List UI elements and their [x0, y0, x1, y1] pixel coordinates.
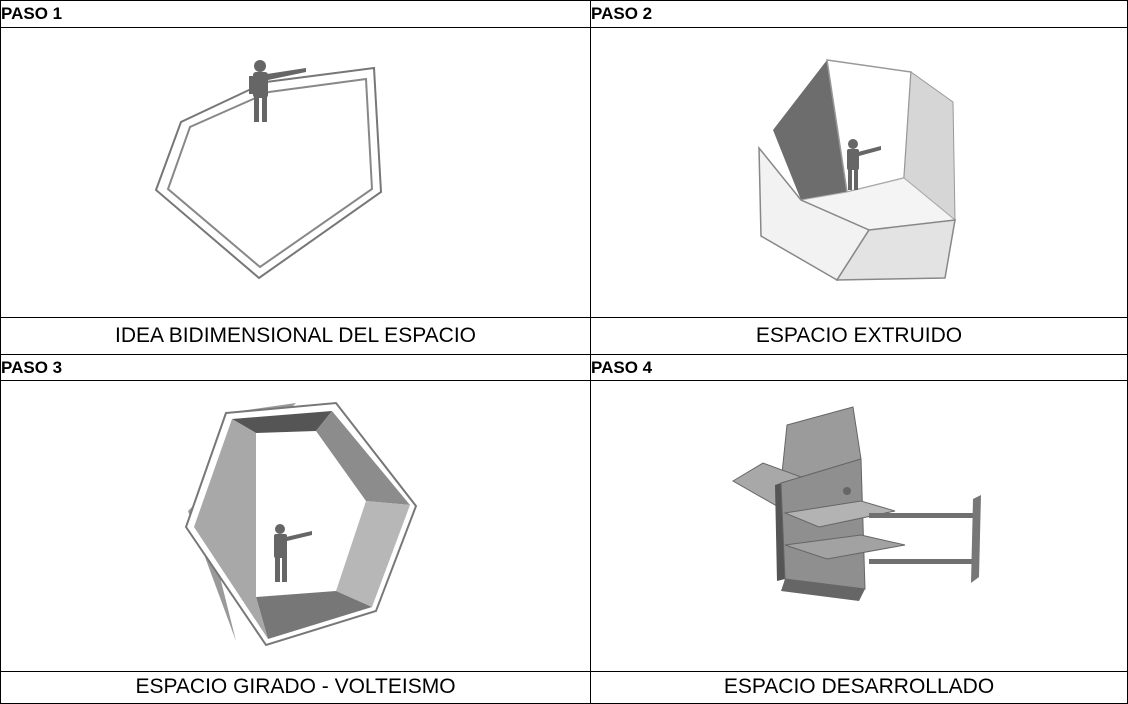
front-right-wall: [835, 219, 956, 282]
person-figure: [847, 139, 881, 191]
extruded-hexagon-figure: [758, 59, 957, 282]
step-2-caption: ESPACIO EXTRUIDO: [590, 317, 1128, 355]
right-frame-post: [971, 495, 981, 584]
tube-lower-right-inner-face: [335, 501, 410, 608]
tube-right-inner-face: [315, 411, 410, 506]
core-bottom: [781, 579, 865, 602]
right-frame-bar-top: [869, 513, 977, 519]
step-3-label: PASO 3: [0, 353, 591, 382]
tube-left-inner-face: [193, 419, 268, 640]
step-4-figure-cell: [590, 380, 1128, 672]
hexagon-inner-outline: [166, 78, 373, 269]
tube-outer-left-face: [187, 403, 296, 642]
flat-hexagon-figure: [154, 60, 382, 280]
step-1-caption: IDEA BIDIMENSIONAL DEL ESPACIO: [0, 317, 591, 355]
tube-floor-inner-face: [255, 591, 372, 640]
core-shelf-1: [783, 500, 896, 528]
person-figure: [248, 60, 306, 123]
person-figure: [843, 487, 851, 496]
step-4-caption: ESPACIO DESARROLLADO: [590, 670, 1128, 704]
step-4-label: PASO 4: [590, 353, 1128, 382]
back-left-wall: [773, 60, 847, 201]
step-1-figure-cell: [0, 26, 591, 319]
core-shelf-2: [784, 534, 906, 560]
step-1-label: PASO 1: [0, 0, 591, 28]
developed-space-figure: [732, 406, 981, 602]
step-3-caption: ESPACIO GIRADO - VOLTEISMO: [0, 670, 591, 704]
rotated-hexagon-figure: [184, 402, 417, 647]
core-left-wall: [775, 483, 785, 582]
person-figure: [273, 524, 312, 583]
step-3-figure-cell: [0, 380, 591, 672]
right-frame-bar-bottom: [869, 559, 973, 565]
step-2-label: PASO 2: [590, 0, 1128, 28]
step-2-figure-cell: [590, 26, 1128, 319]
tube-top-inner-face: [231, 411, 332, 434]
